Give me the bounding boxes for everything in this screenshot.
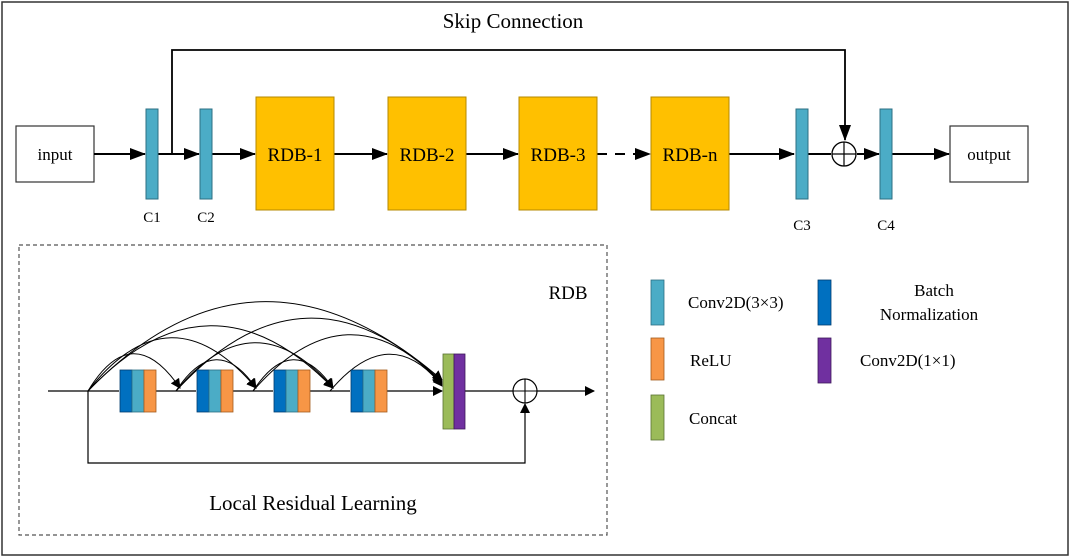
legend-conv1-label: Conv2D(1×1) xyxy=(860,351,956,370)
conv-c3 xyxy=(795,108,809,200)
rdb-unit-2 xyxy=(196,369,234,413)
output-label: output xyxy=(967,145,1011,164)
legend-conv1-swatch xyxy=(817,337,832,384)
add-node-rdb xyxy=(512,378,538,404)
local-residual-line xyxy=(87,391,530,464)
rdb-unit-3 xyxy=(273,369,311,413)
rdb-block-2 xyxy=(387,96,467,211)
rdb-unit-1 xyxy=(119,369,157,413)
rdb-detail-title: RDB xyxy=(548,283,587,304)
legend-bn-label-line2: Normalization xyxy=(880,305,979,324)
legend-conv3-label: Conv2D(3×3) xyxy=(688,293,784,312)
rdb-block-1 xyxy=(255,96,335,211)
legend-relu-label: ReLU xyxy=(690,351,732,370)
legend-bn-swatch xyxy=(817,279,832,326)
conv-c4 xyxy=(879,108,893,200)
rdb-concat xyxy=(442,353,455,430)
output-box xyxy=(949,125,1029,183)
rdb-block-1-label: RDB-1 xyxy=(268,145,323,166)
legend-concat-swatch xyxy=(650,394,665,441)
conv-c4-label: C4 xyxy=(877,218,895,234)
rdb-block-2-label: RDB-2 xyxy=(400,145,455,166)
rdb-detail-panel xyxy=(18,244,608,536)
legend-concat-label: Concat xyxy=(689,409,737,428)
conv-c2 xyxy=(199,108,213,200)
skip-connection-title: Skip Connection xyxy=(443,9,584,33)
rdb-detail-caption: Local Residual Learning xyxy=(209,491,417,515)
rdb-block-n xyxy=(650,96,730,211)
conv-c1 xyxy=(145,108,159,200)
conv-c3-label: C3 xyxy=(793,218,811,234)
rdb-block-3 xyxy=(518,96,598,211)
dense-connections xyxy=(87,301,443,392)
rdb-unit-4 xyxy=(350,369,388,413)
legend-relu-swatch xyxy=(650,337,665,381)
input-label: input xyxy=(38,145,73,164)
rdb-conv1x1 xyxy=(453,353,466,430)
rdb-block-3-label: RDB-3 xyxy=(531,145,586,166)
conv-c1-label: C1 xyxy=(143,210,161,226)
legend: Conv2D(3×3) ReLU Concat Batch Normalizat… xyxy=(650,279,979,441)
conv-c2-label: C2 xyxy=(197,210,215,226)
rdb-block-n-label: RDB-n xyxy=(663,145,718,166)
legend-conv3-swatch xyxy=(650,279,665,326)
skip-connection-line xyxy=(171,49,851,153)
legend-bn-label-line1: Batch xyxy=(914,281,954,300)
add-node-main xyxy=(831,141,857,167)
